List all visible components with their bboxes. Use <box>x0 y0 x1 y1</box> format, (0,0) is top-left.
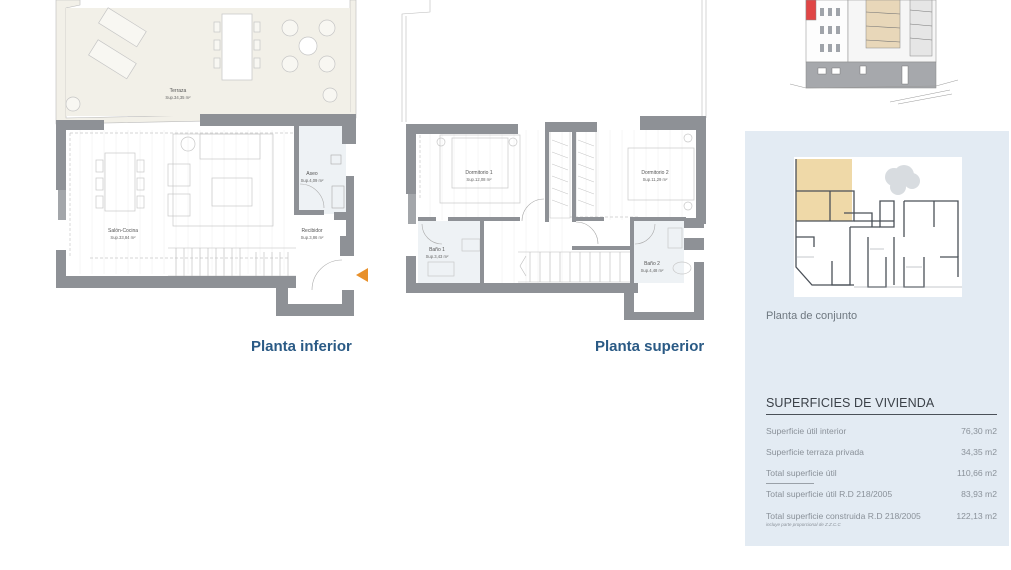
svg-text:Baño 2: Baño 2 <box>644 261 660 267</box>
svg-text:Sup.33,84 m²: Sup.33,84 m² <box>110 235 136 240</box>
surface-value: 122,13 m2 <box>956 511 997 521</box>
svg-text:Sup.11,29 m²: Sup.11,29 m² <box>643 177 668 182</box>
surface-note: incluye parte proporcional de Z.Z.C.C <box>766 522 841 527</box>
svg-text:Dormitorio 2: Dormitorio 2 <box>641 170 668 176</box>
svg-text:Salón-Cocina: Salón-Cocina <box>108 228 138 234</box>
surface-label: Total superficie construida R.D 218/2005 <box>766 511 921 521</box>
site-plan-label: Planta de conjunto <box>766 310 858 322</box>
surface-row: Total superficie construida R.D 218/2005… <box>766 511 997 527</box>
surface-label: Total superficie útil R.D 218/2005 <box>766 489 893 499</box>
surface-row: Superficie terraza privada 34,35 m2 <box>766 447 997 461</box>
surface-label: Superficie terraza privada <box>766 447 864 457</box>
terraza-label: Terraza <box>170 88 187 94</box>
surface-label: Superficie útil interior <box>766 426 847 436</box>
svg-text:Aseo: Aseo <box>306 171 318 177</box>
surface-value: 34,35 m2 <box>961 447 997 457</box>
svg-text:Sup.3,86 m²: Sup.3,86 m² <box>301 235 324 240</box>
surface-label: Total superficie útil <box>766 468 837 478</box>
upper-floor-plan: Dormitorio 1 Sup.12,08 m² Dormitorio 2 S… <box>0 0 740 330</box>
svg-text:Sup.3,43 m²: Sup.3,43 m² <box>426 254 449 259</box>
upper-plan-title: Planta superior <box>595 338 705 355</box>
surface-value: 110,66 m2 <box>957 468 997 478</box>
lower-floor-plan: Terraza Sup.34,35 m² <box>0 0 390 330</box>
svg-text:Sup.34,35 m²: Sup.34,35 m² <box>165 95 191 100</box>
surface-row: Total superficie útil 110,66 m2 <box>766 468 997 482</box>
svg-text:Sup.4,48 m²: Sup.4,48 m² <box>641 268 664 273</box>
svg-text:Recibidor: Recibidor <box>301 228 322 234</box>
surfaces-title: SUPERFICIES DE VIVIENDA <box>766 396 935 410</box>
surface-value: 83,93 m2 <box>961 489 997 499</box>
lower-floor-drawing: Terraza Sup.34,35 m² <box>55 0 368 316</box>
surface-value: 76,30 m2 <box>961 426 997 436</box>
surface-row: Total superficie útil R.D 218/2005 83,93… <box>766 489 997 503</box>
svg-text:Sup.12,08 m²: Sup.12,08 m² <box>466 177 492 182</box>
svg-text:Sup.4,09 m²: Sup.4,09 m² <box>301 178 324 183</box>
upper-floor-drawing: Dormitorio 1 Sup.12,08 m² Dormitorio 2 S… <box>401 0 707 320</box>
svg-text:Baño 1: Baño 1 <box>429 247 445 253</box>
highlighted-unit <box>796 159 852 221</box>
site-plan-thumbnail <box>794 157 962 297</box>
entrance-arrow-icon <box>356 268 368 282</box>
surfaces-divider <box>766 414 997 415</box>
lower-plan-title: Planta inferior <box>251 338 352 355</box>
building-illustration <box>780 0 960 105</box>
surface-row: Superficie útil interior 76,30 m2 <box>766 426 997 440</box>
svg-text:Dormitorio 1: Dormitorio 1 <box>465 170 492 176</box>
subtotal-divider <box>766 483 814 484</box>
